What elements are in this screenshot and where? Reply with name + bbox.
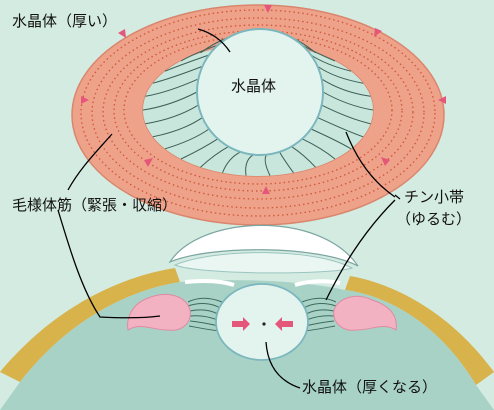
lens-center-dot	[262, 322, 265, 325]
label-zonule-line1: チン小帯	[404, 188, 464, 206]
label-lens-thin: 水晶体（厚い）	[12, 12, 117, 30]
arrow-top-left	[118, 29, 126, 38]
label-lens-center: 水晶体	[231, 77, 276, 95]
zonule-label-bracket	[395, 195, 400, 199]
lens-bottom	[216, 284, 308, 360]
label-lens-thick: 水晶体（厚くなる）	[302, 378, 437, 396]
label-zonule-line2: （ゆるむ）	[396, 210, 471, 228]
iris-right	[295, 281, 340, 285]
label-ciliary-muscle: 毛様体筋（緊張・収縮）	[12, 196, 177, 214]
